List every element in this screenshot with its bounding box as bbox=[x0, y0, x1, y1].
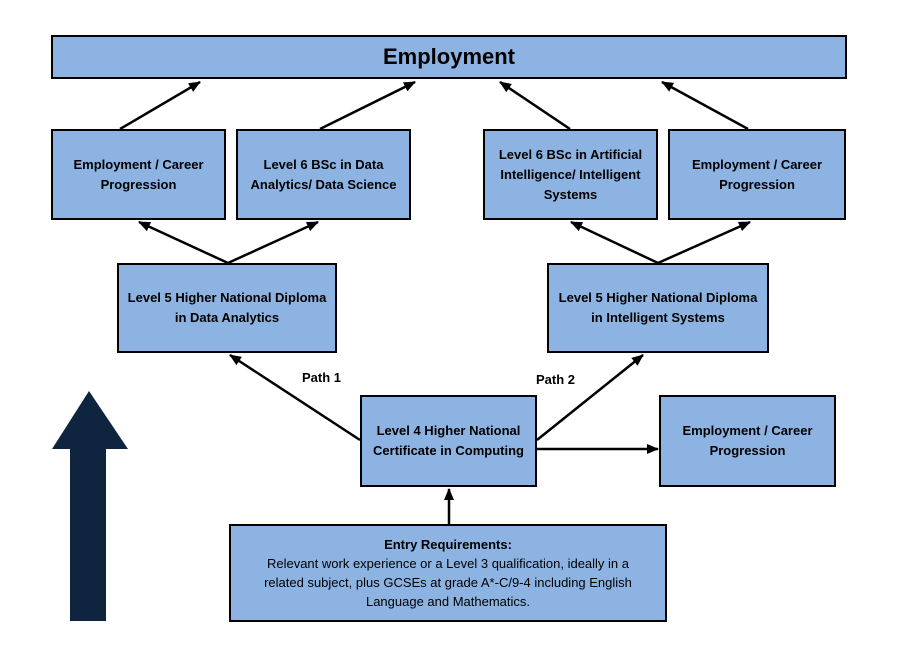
hnd-data-line-1: Level 5 Higher National Diploma bbox=[127, 290, 327, 305]
entry-line-2: related subject, plus GCSEs at grade A*-… bbox=[264, 575, 632, 590]
entry-requirements-title: Entry Requirements: bbox=[384, 537, 512, 552]
path-2-label: Path 2 bbox=[536, 372, 576, 387]
career-bottom-line-1: Employment / Career bbox=[682, 423, 813, 438]
career-right-line-1: Employment / Career bbox=[691, 156, 823, 172]
employment-box: Employment bbox=[51, 35, 847, 79]
bsc-data-line-2: Analytics/ Data Science bbox=[250, 176, 397, 192]
career-left-line-2: Progression bbox=[100, 176, 177, 192]
arrow-career-right-to-employment bbox=[661, 80, 749, 131]
career-bottom-line-2: Progression bbox=[709, 443, 786, 458]
arrow-path2 bbox=[536, 354, 644, 441]
entry-line-3: Language and Mathematics. bbox=[365, 594, 531, 609]
entry-requirements-box: Entry Requirements: Relevant work experi… bbox=[229, 524, 667, 622]
arrow-hnd-data-to-bsc-data bbox=[227, 220, 319, 265]
hnd-intelligent-systems-box: Level 5 Higher National Diploma in Intel… bbox=[547, 263, 769, 353]
hnc-line-1: Level 4 Higher National bbox=[376, 423, 521, 438]
hnd-intel-line-1: Level 5 Higher National Diploma bbox=[558, 290, 758, 305]
arrow-bsc-ai-to-employment bbox=[499, 80, 571, 131]
hnd-intel-line-2: in Intelligent Systems bbox=[591, 310, 725, 325]
bsc-data-line-1: Level 6 BSc in Data bbox=[263, 156, 384, 172]
employment-title: Employment bbox=[382, 44, 516, 69]
hnc-line-2: Certificate in Computing bbox=[373, 443, 524, 458]
career-right-line-2: Progression bbox=[719, 176, 795, 192]
arrow-hnd-intel-to-bsc-ai bbox=[570, 220, 659, 265]
bsc-ai-box: Level 6 BSc in Artificial Intelligence/ … bbox=[483, 129, 658, 220]
big-up-arrow-icon bbox=[52, 391, 128, 621]
entry-line-1: Relevant work experience or a Level 3 qu… bbox=[266, 556, 630, 571]
hnc-computing-box: Level 4 Higher National Certificate in C… bbox=[360, 395, 537, 487]
bsc-ai-line-3: Systems bbox=[543, 186, 598, 202]
arrow-path1 bbox=[229, 353, 361, 442]
bsc-data-analytics-box: Level 6 BSc in Data Analytics/ Data Scie… bbox=[236, 129, 411, 220]
arrow-hnd-data-to-career-left bbox=[138, 220, 229, 265]
career-progression-box-right: Employment / Career Progression bbox=[668, 129, 846, 220]
career-progression-box-left: Employment / Career Progression bbox=[51, 129, 226, 220]
path-1-label: Path 1 bbox=[302, 370, 342, 385]
arrow-bsc-data-to-employment bbox=[319, 80, 416, 131]
bsc-ai-line-2: Intelligence/ Intelligent bbox=[500, 166, 641, 182]
bsc-ai-line-1: Level 6 BSc in Artificial bbox=[498, 146, 643, 162]
hnd-data-analytics-box: Level 5 Higher National Diploma in Data … bbox=[117, 263, 337, 353]
hnd-data-line-2: in Data Analytics bbox=[174, 310, 280, 325]
career-progression-box-bottom: Employment / Career Progression bbox=[659, 395, 836, 487]
career-left-line-1: Employment / Career bbox=[73, 156, 204, 172]
arrow-career-left-to-employment bbox=[119, 80, 201, 131]
arrow-hnd-intel-to-career-right bbox=[657, 220, 751, 265]
